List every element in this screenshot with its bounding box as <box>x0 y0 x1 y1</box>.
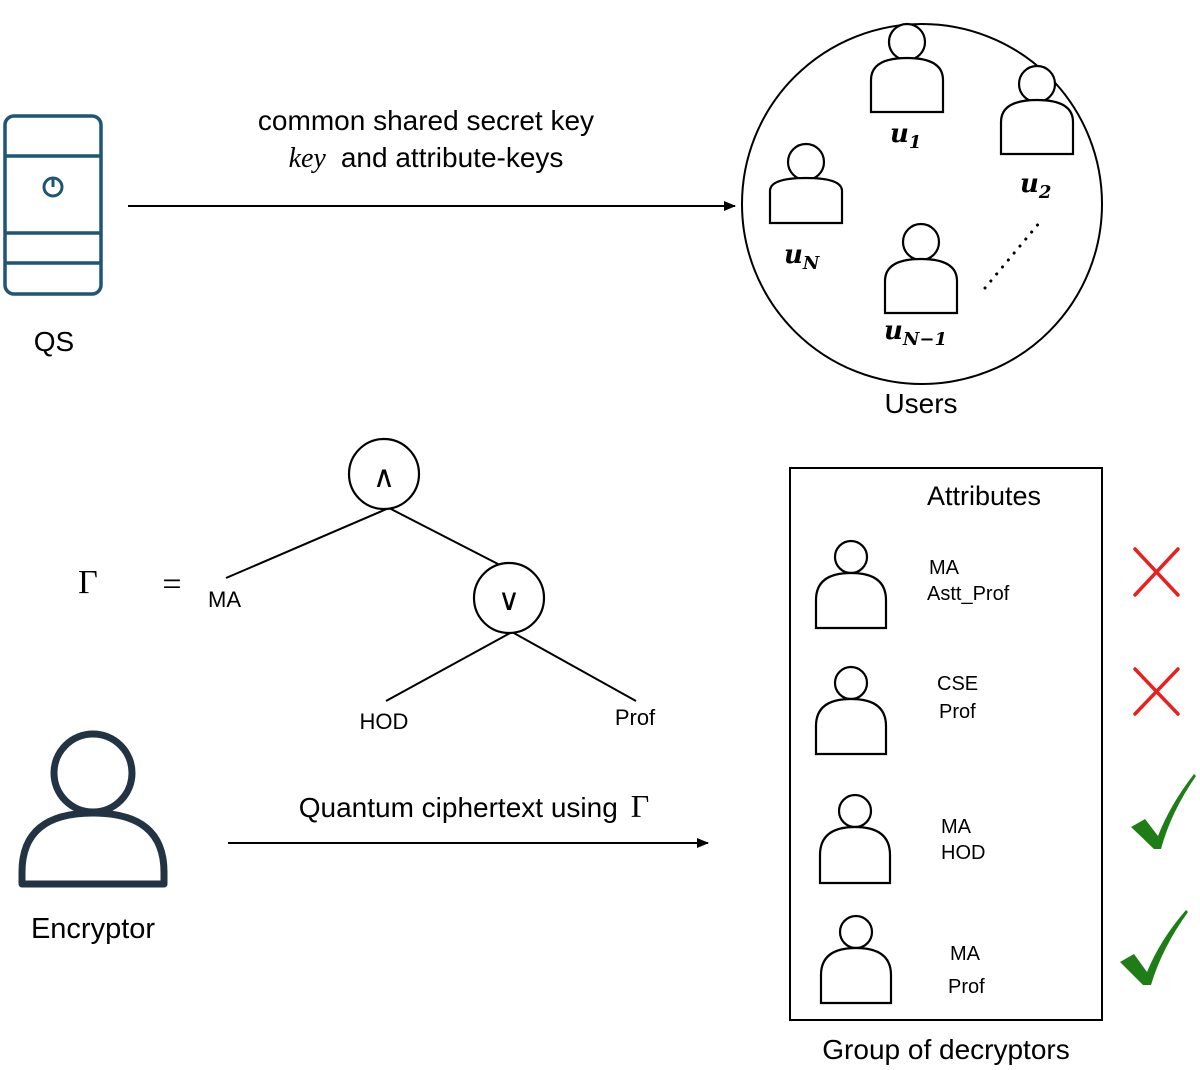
user-u2-label: u2 <box>1020 169 1051 203</box>
key-arrow-line1: common shared secret key <box>258 105 594 136</box>
leaf-prof: Prof <box>615 705 656 730</box>
qs-server: QS <box>3 114 103 357</box>
users-label: Users <box>884 388 957 419</box>
decryptor-3-attr-2: HOD <box>941 842 985 864</box>
users-circle <box>741 23 1103 385</box>
decryptors-group: Attributes MA Astt_Prof CSE Prof <box>789 467 1196 1065</box>
decryptor-1-attr-1: MA <box>929 557 960 579</box>
key-arrow-line2-text: and attribute-keys <box>341 142 564 173</box>
or-node: ∨ <box>472 561 546 635</box>
key-math-symbol: key <box>289 143 327 174</box>
ciphertext-arrow: Quantum ciphertext using Γ <box>228 788 709 848</box>
attributes-header: Attributes <box>927 481 1041 511</box>
decryptor-row-4: MA Prof <box>819 910 1188 1005</box>
user-u1-label: u1 <box>890 119 921 153</box>
decryptors-box <box>789 467 1103 1021</box>
user-uN-minus-1: uN−1 <box>883 222 959 350</box>
or-operator: ∨ <box>498 584 520 617</box>
user-icon <box>869 22 945 114</box>
decryptor-3-attr-1: MA <box>941 816 972 838</box>
decryptor-4-attr-2: Prof <box>948 976 985 998</box>
ciphertext-label: Quantum ciphertext using Γ <box>299 788 650 824</box>
policy-symbol: Γ <box>78 564 98 601</box>
user-icon <box>999 64 1075 156</box>
user-icon <box>814 665 888 756</box>
check-icon <box>1131 774 1196 849</box>
key-arrow-line2: key and attribute-keys <box>289 142 564 174</box>
decryptor-row-1: MA Astt_Prof <box>814 539 1180 630</box>
decryptor-2-attr-1: CSE <box>937 673 978 695</box>
server-icon <box>3 114 103 296</box>
user-u2: u2 <box>999 64 1075 203</box>
decryptor-4-attr-1: MA <box>950 943 981 965</box>
decryptor-row-2: CSE Prof <box>814 665 1180 756</box>
check-icon <box>1120 910 1188 985</box>
cross-icon <box>1133 667 1180 716</box>
decryptor-1-attr-2: Astt_Prof <box>927 583 1010 605</box>
policy-equals: = <box>162 566 181 603</box>
decryptor-row-3: MA HOD <box>818 774 1196 885</box>
and-node: ∧ <box>347 437 421 511</box>
encryptor: Encryptor <box>18 730 168 945</box>
users-group: u1 u2 uN−1 uN Users <box>741 22 1103 419</box>
access-policy-tree: Γ = ∧ ∨ MA HOD Prof <box>78 437 656 734</box>
user-uN-minus-1-label: uN−1 <box>884 316 947 350</box>
user-uN-label: uN <box>784 240 821 274</box>
user-uN: uN <box>768 142 844 274</box>
user-icon <box>814 539 888 630</box>
user-u1: u1 <box>869 22 945 153</box>
user-icon <box>768 142 844 225</box>
decryptors-caption: Group of decryptors <box>822 1034 1069 1065</box>
user-icon <box>818 793 892 885</box>
tree-edges <box>225 507 637 702</box>
leaf-hod: HOD <box>360 709 409 734</box>
qs-label: QS <box>34 326 74 357</box>
ellipsis-dots <box>983 220 1042 290</box>
cross-icon <box>1133 547 1180 597</box>
user-icon <box>819 914 893 1005</box>
user-icon <box>883 222 959 315</box>
key-distribution-arrow: common shared secret key key and attribu… <box>128 105 736 211</box>
decryptor-2-attr-2: Prof <box>939 701 976 723</box>
encryptor-label: Encryptor <box>31 913 155 945</box>
user-icon <box>18 730 168 888</box>
and-operator: ∧ <box>373 461 395 494</box>
leaf-ma: MA <box>208 587 241 612</box>
